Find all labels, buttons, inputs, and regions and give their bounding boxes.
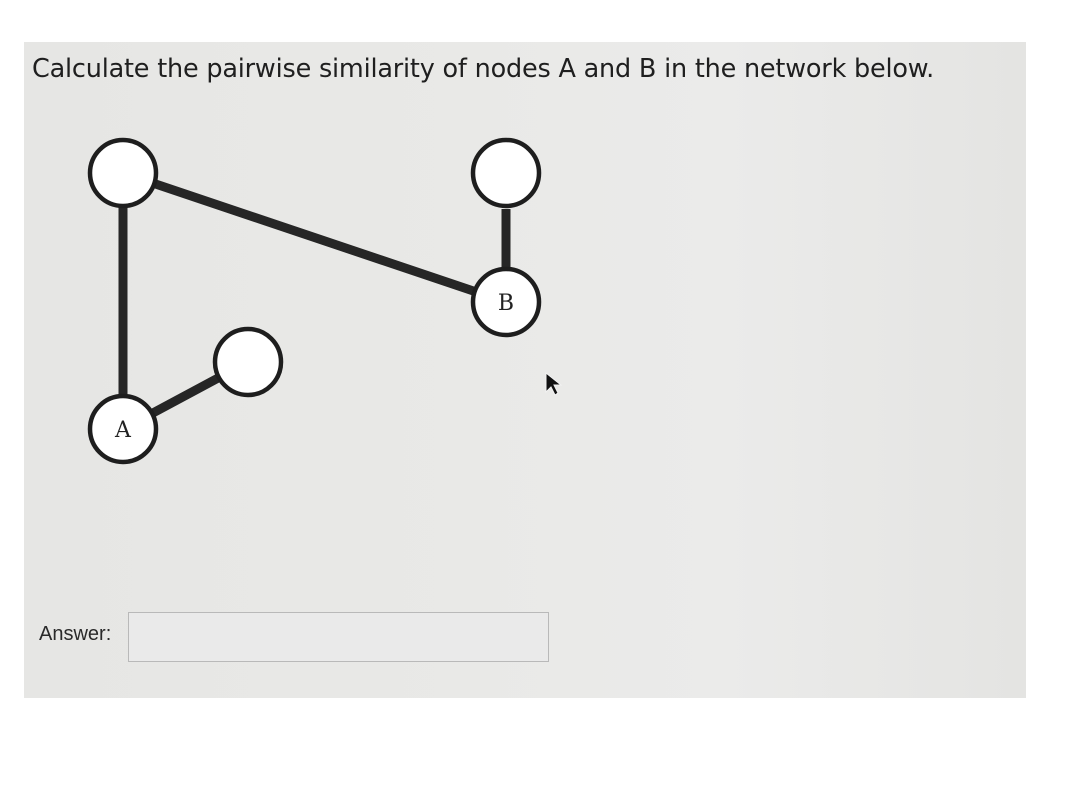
node-a: A — [87, 393, 159, 465]
node-b: B — [470, 266, 542, 338]
node-top-left — [87, 137, 159, 209]
node-middle — [212, 326, 284, 398]
edge-topleft-b — [121, 168, 508, 307]
answer-label: Answer: — [39, 623, 112, 645]
node-top-right — [470, 137, 542, 209]
network-diagram: B A — [87, 137, 563, 465]
question-panel: Calculate the pairwise similarity of nod… — [24, 42, 1026, 698]
mouse-cursor-icon — [545, 371, 563, 396]
answer-input[interactable] — [128, 612, 549, 662]
node-a-label: A — [114, 418, 132, 443]
question-text: Calculate the pairwise similarity of nod… — [32, 54, 935, 84]
node-b-label: B — [498, 291, 514, 316]
